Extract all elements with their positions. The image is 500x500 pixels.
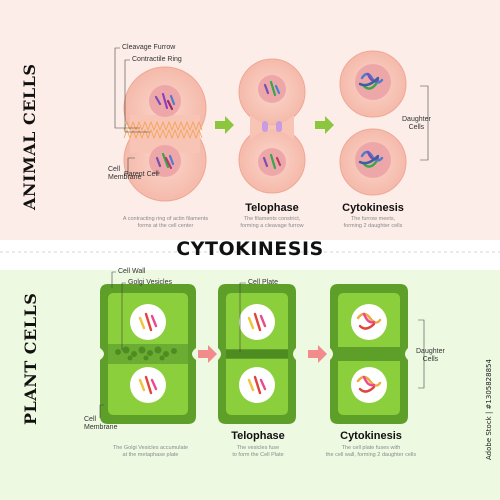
cell-plate [226,350,288,358]
label-plant-daughter-cells: Daughter Cells [416,348,445,363]
plant-parent-cell [100,284,196,424]
plant-telophase-cell [218,284,296,424]
plant-daughter-cells [330,284,408,424]
plant-arrow-2 [308,345,327,363]
label-golgi-vesicles: Golgi Vesicles [128,279,172,286]
plant-cells-side-title: PLANT CELLS [21,292,40,425]
animal-daughter-cells [339,50,407,196]
label-animal-daughter-cells: Daughter Cells [402,116,431,131]
label-plant-cell-membrane: Cell Membrane [84,416,118,431]
animal-stage-title-3: Cytokinesis [342,202,404,214]
animal-arrow-1 [215,116,234,134]
animal-telophase-cell [238,58,306,194]
main-title: CYTOKINESIS [176,238,324,260]
animal-cells-side-title: ANIMAL CELLS [20,63,39,210]
animal-stage-title-2: Telophase [245,202,299,214]
plant-stage-title-3: Cytokinesis [340,430,402,442]
plant-stage-caption-1: The Golgi Vesicles accumulate at the met… [112,445,189,458]
label-cell-plate: Cell Plate [248,279,278,286]
plant-stage-caption-3: The cell plate fuses with the cell wall,… [325,445,417,458]
label-cleavage-furrow: Cleavage Furrow [122,44,176,51]
label-cell-wall: Cell Wall [118,268,146,275]
plant-stage-title-2: Telophase [231,430,285,442]
animal-stage-caption-3: The furrow meets, forming 2 daughter cel… [343,216,403,229]
animal-stage-caption-1: A contracting ring of actin filaments fo… [122,216,209,229]
animal-parent-cell [123,66,207,202]
plant-arrow-1 [198,345,217,363]
label-contractile-ring: Contractile Ring [132,56,182,63]
golgi-vesicles [115,346,177,361]
stock-watermark: Adobe Stock | #1305828854 [485,359,493,460]
animal-arrow-2 [315,116,334,134]
animal-stage-caption-2: The filaments constrict, forming a cleav… [240,216,304,229]
plant-stage-caption-2: The vesicles fuse to form the Cell Plate [232,445,284,458]
label-parent-cell: Parent Cell [124,171,159,178]
label-animal-cell-membrane: Cell Membrane [108,166,142,181]
contractile-ring [123,120,203,140]
